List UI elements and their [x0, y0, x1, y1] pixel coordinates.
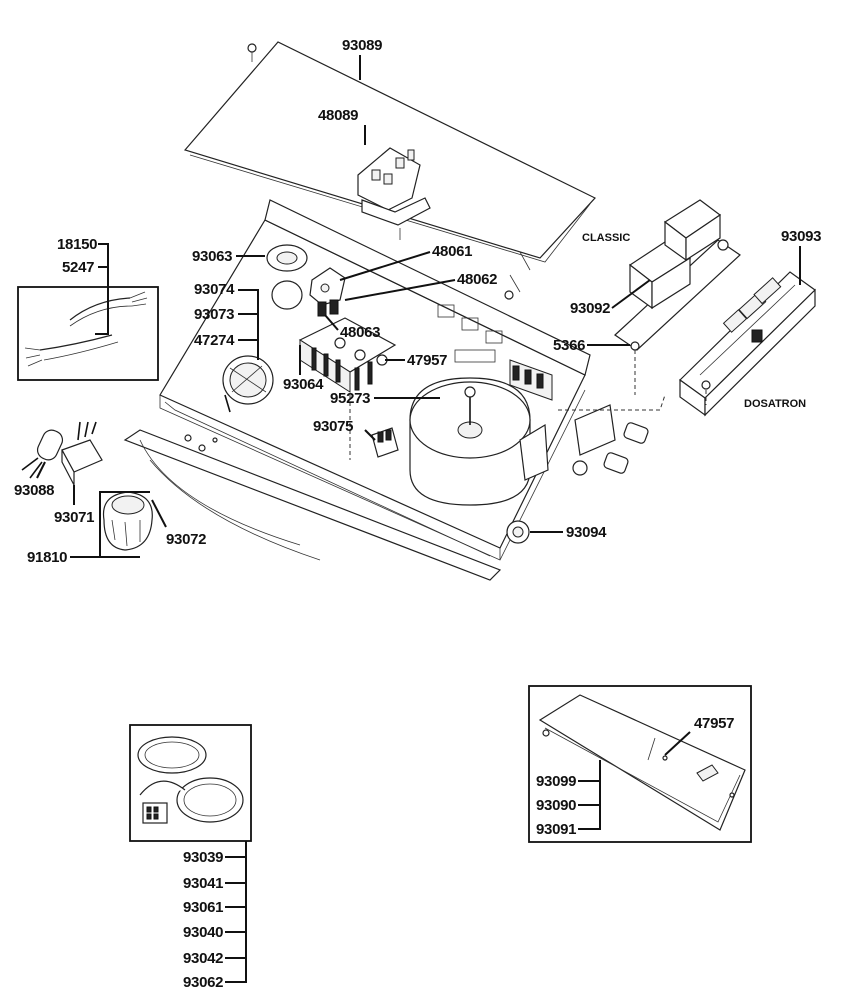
terminal-block-93064 — [298, 317, 397, 393]
front-panel — [123, 429, 502, 581]
label-93062: 93062 — [183, 974, 223, 991]
leader-lines — [36, 55, 801, 983]
classic-module-93092 — [614, 199, 741, 351]
label-93074: 93074 — [194, 281, 235, 298]
adjustment-knobs — [572, 404, 649, 476]
label-93071: 93071 — [54, 509, 94, 526]
switch-93075 — [371, 427, 399, 458]
label-93099: 93099 — [536, 773, 576, 790]
label-93090: 93090 — [536, 797, 576, 814]
label-93041: 93041 — [183, 875, 223, 892]
toroid-transformer-95273 — [409, 377, 549, 506]
dosatron-module-93093 — [679, 271, 816, 417]
label-95273: 95273 — [330, 390, 370, 407]
caption-classic: CLASSIC — [582, 232, 630, 244]
label-91810: 91810 — [27, 549, 67, 566]
transformer-48089 — [357, 147, 431, 240]
label-93075: 93075 — [313, 418, 353, 435]
label-93042: 93042 — [183, 950, 223, 967]
label-93088: 93088 — [14, 482, 54, 499]
label-48062: 48062 — [457, 271, 497, 288]
label-47957-main: 47957 — [407, 352, 447, 369]
label-93092: 93092 — [570, 300, 610, 317]
label-93040: 93040 — [183, 924, 223, 941]
label-93073: 93073 — [194, 306, 234, 323]
label-93091: 93091 — [536, 821, 576, 838]
label-93093: 93093 — [781, 228, 821, 245]
caption-dosatron: DOSATRON — [744, 398, 806, 410]
grommet-93094 — [506, 520, 530, 544]
control-knob-91810 — [102, 491, 153, 551]
fuse-holder-48061 — [309, 267, 346, 317]
label-5366: 5366 — [553, 337, 585, 354]
capacitor-93088 — [21, 429, 64, 479]
label-93063: 93063 — [192, 248, 232, 265]
label-93072: 93072 — [166, 531, 206, 548]
relay-93071 — [61, 421, 103, 486]
label-18150: 18150 — [57, 236, 97, 253]
part-labels: 93089 48089 18150 5247 93063 48061 48062… — [14, 37, 822, 991]
wire-inset-box — [17, 286, 159, 381]
label-48089: 48089 — [318, 107, 358, 124]
label-5247: 5247 — [62, 259, 94, 276]
label-47957-inset: 47957 — [694, 715, 734, 732]
label-93064: 93064 — [283, 376, 324, 393]
timer-motor-47274 — [222, 355, 274, 413]
cover-inset-box — [528, 685, 752, 843]
label-93094: 93094 — [566, 524, 607, 541]
label-48061: 48061 — [432, 243, 472, 260]
label-93089: 93089 — [342, 37, 382, 54]
grommet-93063 — [266, 244, 308, 310]
label-93061: 93061 — [183, 899, 223, 916]
label-48063: 48063 — [340, 324, 380, 341]
label-47274: 47274 — [194, 332, 235, 349]
label-93039: 93039 — [183, 849, 223, 866]
cable-inset-box — [129, 724, 252, 842]
